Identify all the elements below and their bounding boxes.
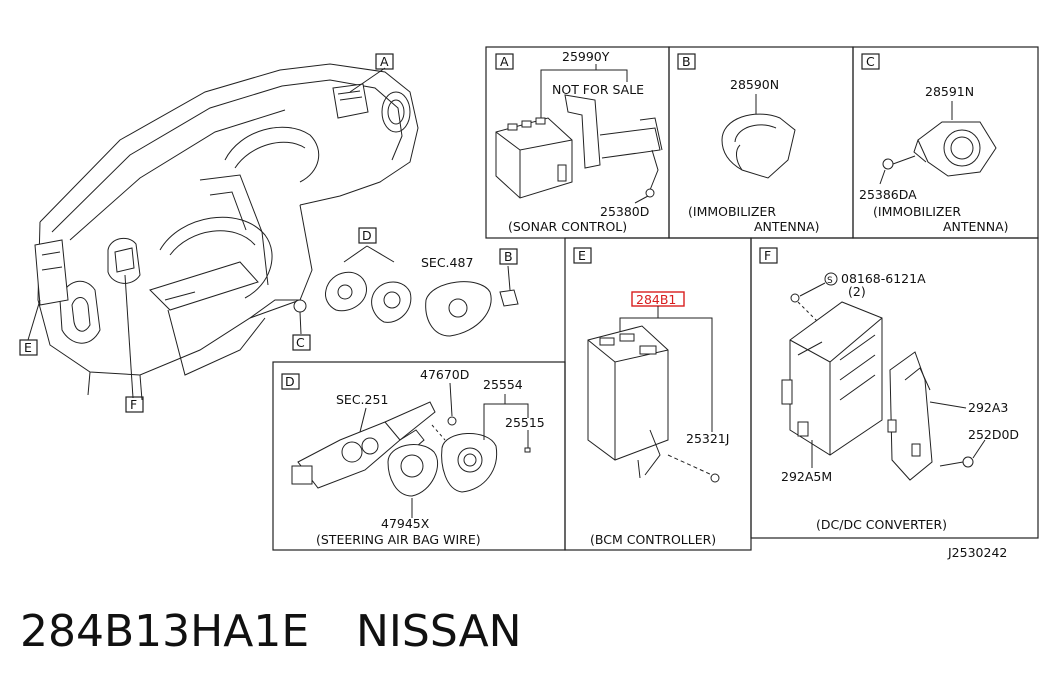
callout-d: D [358, 227, 377, 244]
panel-f-caption: (DC/DC CONVERTER) [816, 517, 947, 532]
panel-e-part-highlight: 284B1 [636, 292, 676, 307]
panel-c-caption-1: (IMMOBILIZER [873, 204, 961, 219]
panel-d-part-3: 25515 [505, 415, 545, 430]
panel-b: B 28590N (IMMOBILIZER ANTENNA) [668, 46, 854, 239]
panel-d-tag: D [285, 374, 295, 389]
callout-a: A [375, 53, 394, 70]
callout-c: C [292, 334, 311, 351]
panel-a-tag: A [500, 54, 509, 69]
panel-f: F S 08168-6121A (2) 292A3 252D0D 292A5M … [750, 237, 1039, 539]
drawing-id: J2530242 [947, 545, 1007, 560]
callout-a-label: A [380, 54, 389, 69]
panel-f-part-2: 252D0D [968, 427, 1019, 442]
panel-f-part-bolt: 08168-6121A [841, 271, 926, 286]
callout-e: E [19, 339, 38, 356]
panel-f-part-3: 292A5M [781, 469, 832, 484]
panel-a: A 25990Y NOT FOR SALE 25380D (SONAR CONT… [485, 46, 670, 239]
callout-f-label: F [130, 397, 137, 412]
panel-d-part-2: 25554 [483, 377, 523, 392]
callout-f: F [125, 396, 144, 413]
panel-f-part-1: 292A3 [968, 400, 1008, 415]
callout-c-label: C [296, 335, 305, 350]
panel-a-part-bolt: 25380D [600, 204, 649, 219]
panel-f-tag: F [764, 248, 771, 263]
footer-brand: NISSAN [356, 606, 522, 657]
dashboard-illustration [34, 63, 419, 401]
footer-part-number: 284B13HA1E [20, 606, 309, 657]
panel-a-caption: (SONAR CONTROL) [508, 219, 627, 234]
panel-d-caption: (STEERING AIR BAG WIRE) [316, 532, 481, 547]
panel-d-sec: SEC.251 [336, 392, 388, 407]
panel-f-qty: (2) [848, 284, 866, 299]
panel-c-caption-2: ANTENNA) [943, 219, 1009, 234]
panel-e-tag: E [578, 248, 586, 263]
panel-e-part-bolt: 25321J [686, 431, 729, 446]
panel-b-part: 28590N [730, 77, 779, 92]
panel-a-part-top: 25990Y [562, 49, 610, 64]
panel-c-part: 28591N [925, 84, 974, 99]
callout-d-label: D [362, 228, 372, 243]
panel-d-part-1: 47670D [420, 367, 469, 382]
panel-e-caption: (BCM CONTROLLER) [590, 532, 716, 547]
panel-e: E 284B1 25321J (BCM CONTROLLER) [564, 237, 752, 551]
panel-c: C 28591N 25386DA (IMMOBILIZER ANTENNA) [852, 46, 1039, 239]
overview-column-parts [325, 271, 519, 337]
panel-c-tag: C [866, 54, 875, 69]
panel-c-part-screw: 25386DA [859, 187, 917, 202]
callout-e-label: E [24, 340, 32, 355]
panel-b-tag: B [682, 54, 691, 69]
panel-b-caption-2: ANTENNA) [754, 219, 820, 234]
circled-s-icon: S [827, 276, 833, 286]
panel-b-caption-1: (IMMOBILIZER [688, 204, 776, 219]
callout-sec487: SEC.487 [421, 255, 473, 270]
callout-b: B [499, 248, 518, 265]
panel-a-note: NOT FOR SALE [552, 82, 644, 97]
overview-leaders [27, 67, 511, 399]
callout-b-label: B [504, 249, 513, 264]
panel-d: D SEC.251 47945X 47670D 25554 25515 (STE… [272, 361, 566, 551]
panel-d-part-4: 47945X [381, 516, 430, 531]
